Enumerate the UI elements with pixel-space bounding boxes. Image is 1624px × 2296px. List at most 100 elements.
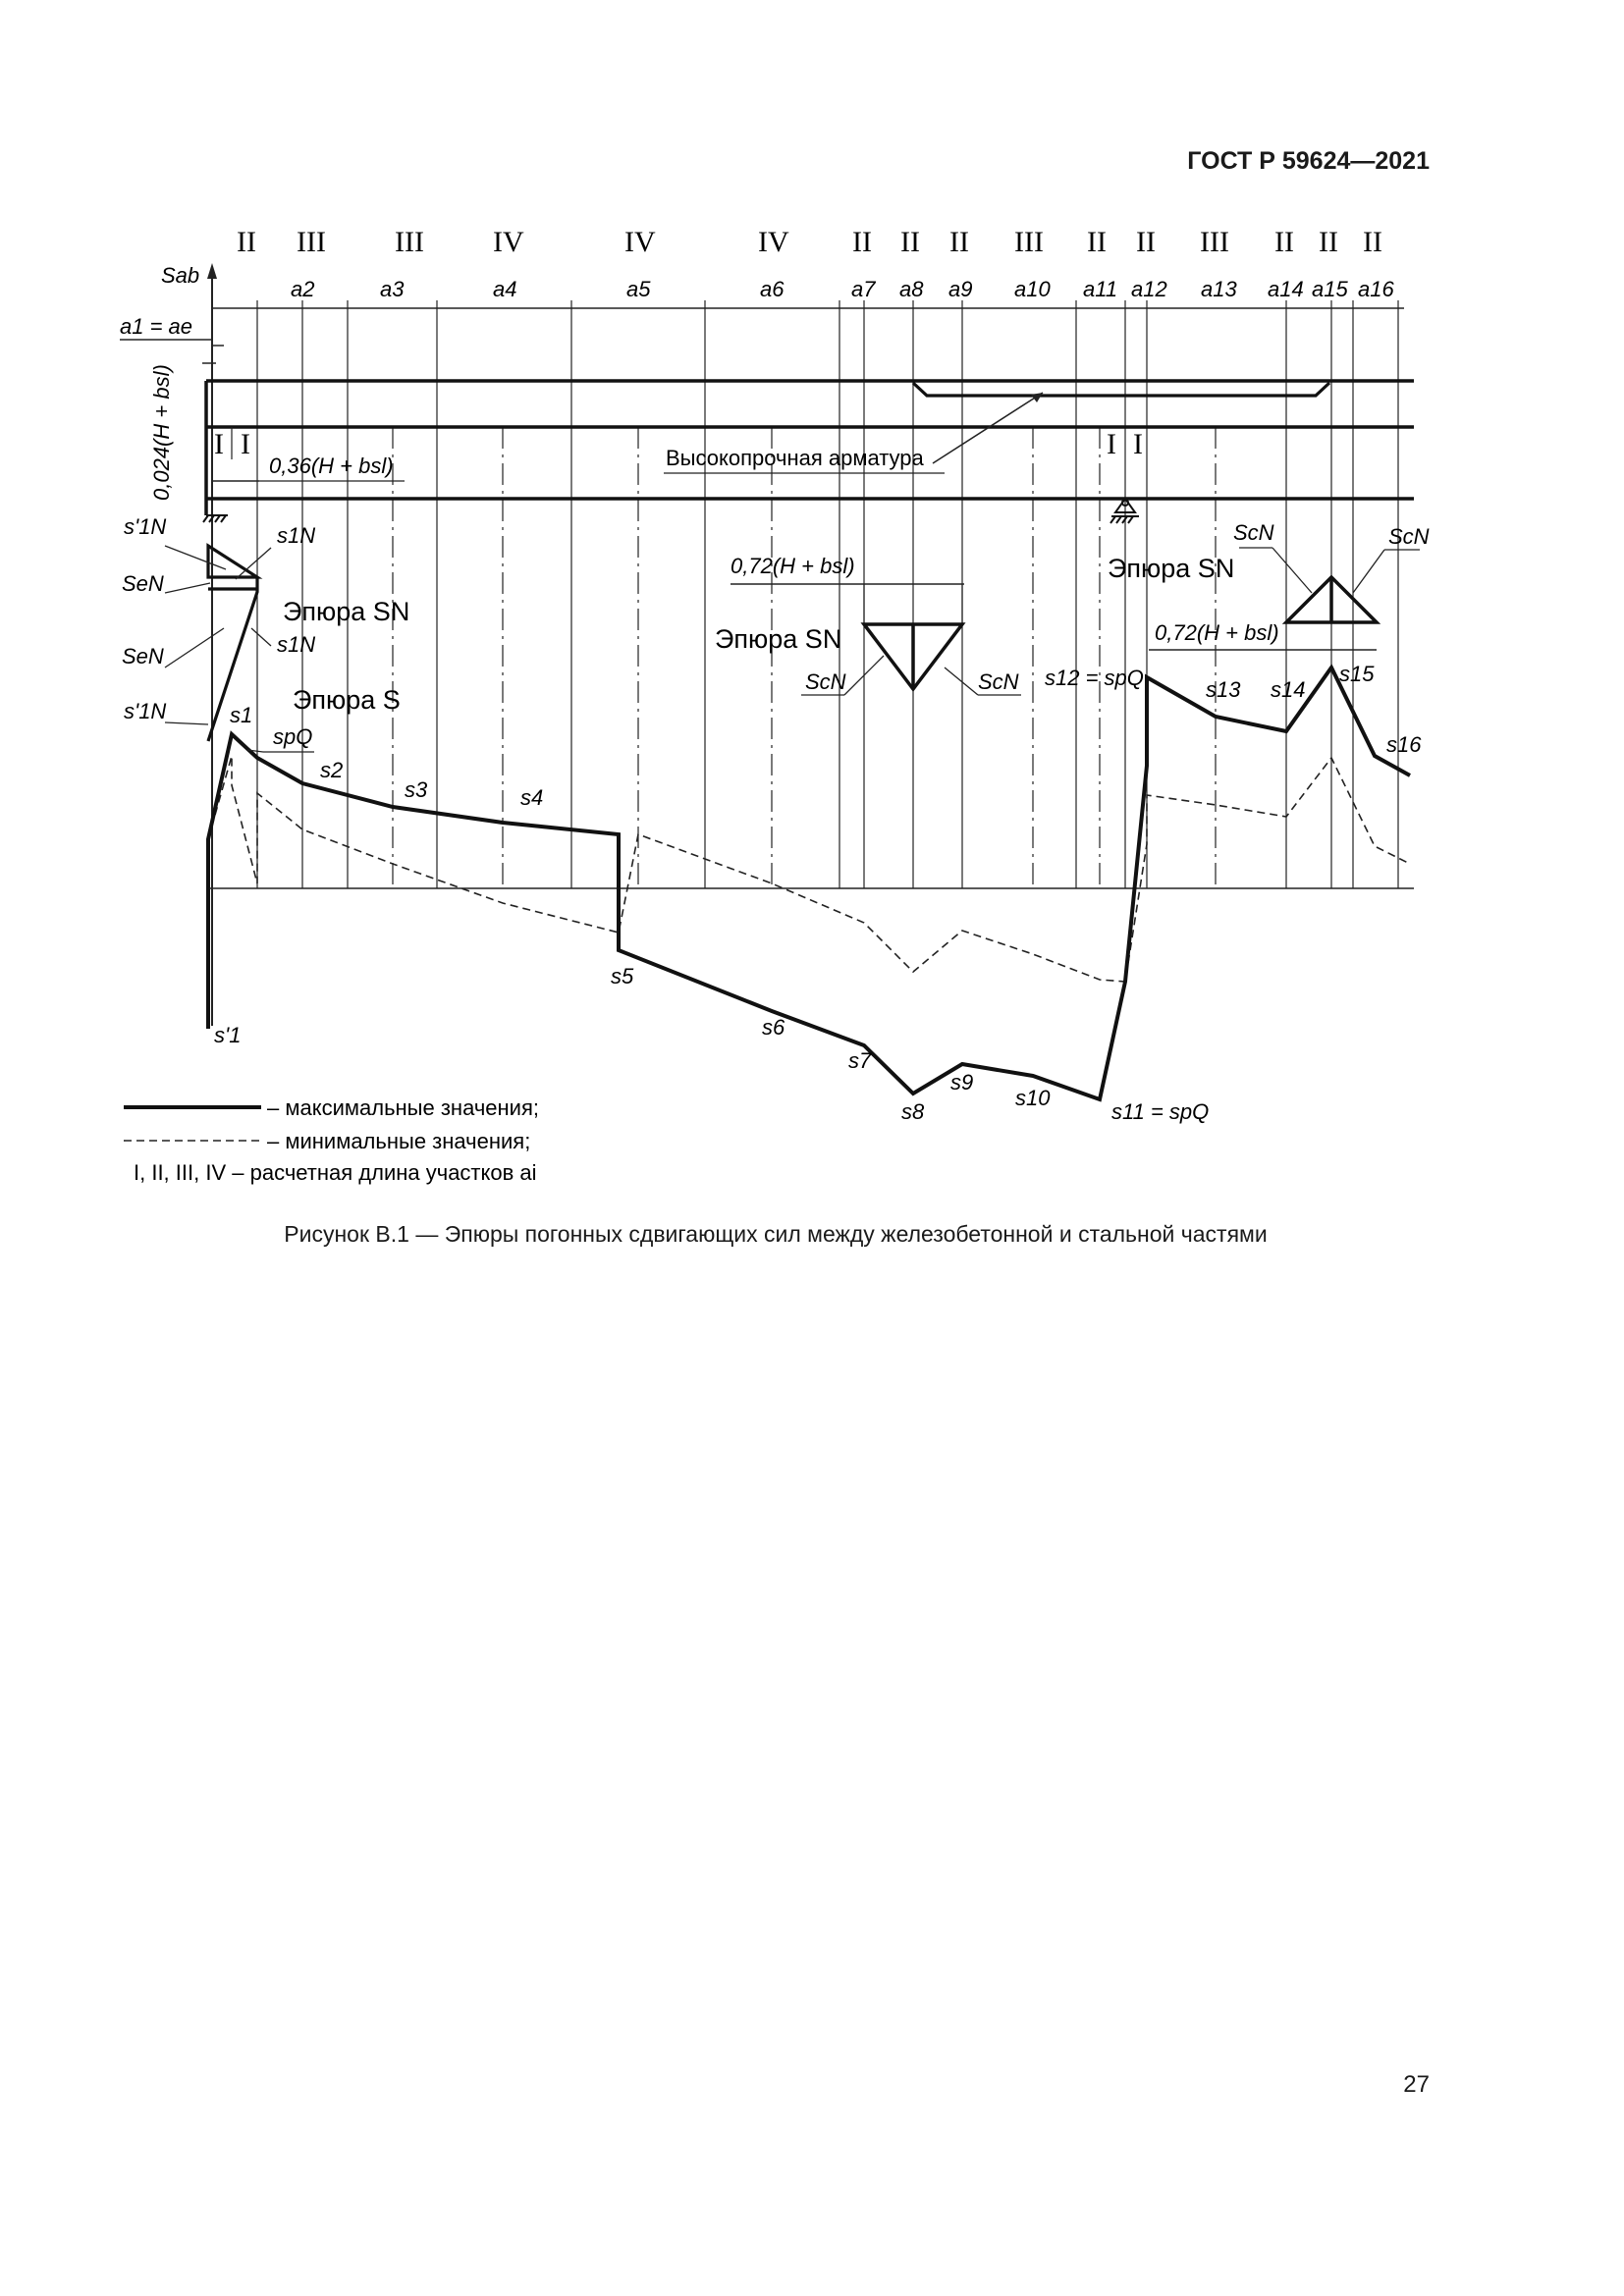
zone-label: III [395, 226, 424, 258]
max-values-line [206, 664, 1411, 1102]
epure-s-label: Эпюра S [293, 685, 401, 715]
dim-072-a: 0,72(H + bsl) [731, 554, 855, 578]
epure-sn-mid-label: Эпюра SN [715, 624, 841, 654]
zone-label-small: I [241, 428, 250, 460]
label-sen: SeN [122, 571, 164, 596]
legend-zones-label: I, II, III, IV – расчетная длина участко… [134, 1160, 537, 1185]
segment-label: a8 [899, 277, 924, 301]
zone-label: III [1200, 226, 1229, 258]
segment-label: a14 [1268, 277, 1304, 301]
zone-label: II [852, 226, 872, 258]
label-s5: s5 [611, 964, 634, 988]
segment-label: a6 [760, 277, 785, 301]
segment-label: a4 [493, 277, 516, 301]
label-s1n-prime: s'1N [124, 699, 166, 723]
label-s7: s7 [848, 1048, 872, 1073]
label-s2: s2 [320, 758, 343, 782]
label-scn: ScN [1388, 524, 1430, 549]
dim-072-b: 0,72(H + bsl) [1155, 620, 1279, 645]
segment-label: a9 [948, 277, 972, 301]
left-annotations: s'1N SeN SeN s'1N s1N s1N [122, 514, 315, 725]
segment-label: a11 [1083, 277, 1117, 301]
epure-sn-middle [860, 622, 966, 692]
epure-sn-left [206, 543, 263, 742]
legend: – максимальные значения; – минимальные з… [124, 1095, 539, 1185]
zone-label-small: I [214, 428, 224, 460]
label-sen: SeN [122, 644, 164, 668]
epure-sn-right [1281, 574, 1381, 624]
segment-labels: a2 a3 a4 a5 a6 a7 a8 a9 a10 a11 a12 a13 … [291, 277, 1394, 301]
beam [204, 379, 1414, 515]
dim-024: 0,024(H + bsl) [149, 364, 174, 501]
rebar-line [911, 381, 1331, 398]
zone-label: II [900, 226, 920, 258]
zone-label: II [1319, 226, 1338, 258]
figure-caption: Рисунок В.1 — Эпюры погонных сдвигающих … [284, 1221, 1268, 1247]
min-values-line [207, 755, 1411, 983]
zone-label: II [1136, 226, 1156, 258]
label-s1n-prime: s'1N [124, 514, 166, 539]
label-s6: s6 [762, 1015, 785, 1040]
zone-boundaries [392, 427, 1217, 888]
label-s13: s13 [1206, 677, 1241, 702]
axis-label-sab: Sab [161, 263, 199, 288]
label-s8: s8 [901, 1099, 925, 1124]
label-scn: ScN [1233, 520, 1274, 545]
label-s1-prime: s'1 [214, 1023, 241, 1047]
label-s9: s9 [950, 1070, 973, 1095]
label-scn: ScN [805, 669, 846, 694]
zone-label: IV [758, 226, 789, 258]
label-s1n: s1N [277, 523, 315, 548]
segment-label: a13 [1201, 277, 1237, 301]
segment-label: a3 [380, 277, 405, 301]
rebar-label: Высокопрочная арматура [666, 446, 925, 470]
point-labels: s1 spQ s2 s3 s4 s5 s6 s7 s8 s9 s10 s11 =… [214, 662, 1422, 1124]
dim-036: 0,36(H + bsl) [269, 454, 394, 478]
label-s3: s3 [405, 777, 428, 802]
section-gridlines [256, 300, 1399, 888]
rebar-leader [932, 392, 1044, 464]
zone-label-small: I [1107, 428, 1116, 460]
zone-label: II [237, 226, 256, 258]
shear-force-diagram: II III III IV IV IV II II II III II II I… [120, 226, 1430, 1185]
zone-labels: II III III IV IV IV II II II III II II I… [237, 226, 1382, 258]
page-number: 27 [1403, 2071, 1430, 2098]
label-scn: ScN [978, 669, 1019, 694]
zone-label: III [1014, 226, 1044, 258]
zone-label: II [1274, 226, 1294, 258]
segment-label: a5 [626, 277, 651, 301]
zone-label-small: I [1133, 428, 1143, 460]
document-code: ГОСТ Р 59624—2021 [1187, 147, 1430, 175]
label-s15: s15 [1339, 662, 1375, 686]
segment-label: a15 [1312, 277, 1348, 301]
label-s4: s4 [520, 785, 543, 810]
epure-sn-right-label: Эпюра SN [1108, 554, 1234, 583]
label-s11: s11 = spQ [1111, 1099, 1209, 1124]
vertical-axis: Sab [161, 263, 217, 1026]
right-support [1110, 497, 1139, 524]
label-s12: s12 = spQ [1045, 666, 1144, 690]
zone-label: IV [624, 226, 656, 258]
zone-label: II [949, 226, 969, 258]
zone-label: III [297, 226, 326, 258]
label-s14: s14 [1271, 677, 1305, 702]
zone-label: II [1087, 226, 1107, 258]
label-s1n: s1N [277, 632, 315, 657]
segment-label: a10 [1014, 277, 1051, 301]
legend-max-label: – максимальные значения; [267, 1095, 539, 1120]
segment-dimension-line [202, 307, 1404, 364]
legend-min-label: – минимальные значения; [267, 1129, 530, 1153]
left-support [202, 514, 228, 523]
label-a1-ae: a1 = ae [120, 314, 192, 339]
segment-label: a16 [1358, 277, 1394, 301]
label-s1: s1 [230, 703, 252, 727]
segment-label: a12 [1131, 277, 1167, 301]
segment-label: a7 [851, 277, 876, 301]
zone-label: IV [493, 226, 524, 258]
label-s16: s16 [1386, 732, 1422, 757]
label-spq: spQ [273, 724, 312, 749]
epure-sn-left-label: Эпюра SN [283, 597, 409, 626]
label-s10: s10 [1015, 1086, 1051, 1110]
zone-label: II [1363, 226, 1382, 258]
segment-label: a2 [291, 277, 314, 301]
